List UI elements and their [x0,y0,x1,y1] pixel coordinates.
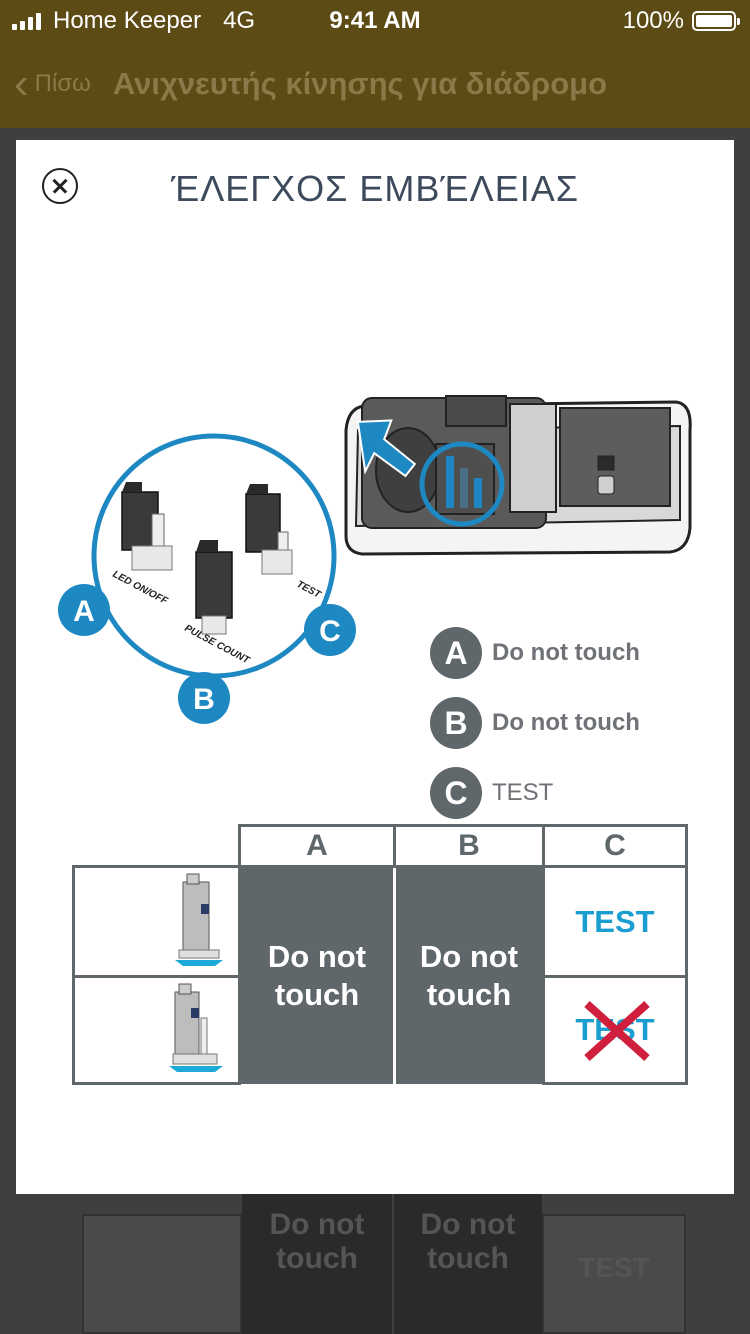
table-cell-c-active: TEST [542,865,688,978]
cross-icon [584,1001,650,1061]
detector-housing [344,395,692,556]
legend-text-b: Do not touch [492,709,640,736]
background-cell-b-label: Do not touch [420,1208,516,1275]
legend-item: B Do not touch [430,688,640,758]
test-active-label: TEST [575,903,655,939]
legend: A Do not touch B Do not touch C TEST [430,618,640,828]
table-cell-a-label: Do not touch [267,939,367,1012]
battery-icon [692,11,740,31]
table-divider [393,868,396,1084]
jumper-on-icon [175,873,223,966]
background-cell [82,1214,242,1334]
jumper-settings-table: A B C Do not touch [72,824,690,1085]
legend-key-b: B [430,697,482,749]
marker-c [304,604,356,656]
marker-c-label: C [319,615,341,648]
chevron-left-icon: ‹ [14,59,29,108]
jumper-off-icon [169,983,223,1072]
marker-a-label: A [73,595,95,628]
legend-key-a: A [430,627,482,679]
legend-item: A Do not touch [430,618,640,688]
table-row-icon-cell [72,865,241,978]
carrier-name: Home Keeper [53,7,202,34]
legend-item: C TEST [430,758,640,828]
clock: 9:41 AM [329,7,421,34]
back-label: Πίσω [34,70,91,97]
table-header-a: A [238,824,396,868]
range-test-modal: ΈΛΕΓΧΟΣ ΕΜΒΈΛΕΙΑΣ [16,140,734,1194]
background-cell-b: Do not touch [394,1194,542,1334]
legend-key-c: C [430,767,482,819]
background-cell-a-label: Do not touch [269,1208,365,1275]
background-cell-c-label: TEST [578,1252,650,1283]
signal-icon [12,12,41,30]
close-button[interactable] [42,168,78,204]
marker-b-label: B [193,683,215,716]
background-cell-a: Do not touch [242,1194,392,1334]
back-button[interactable]: ‹ Πίσω [14,62,91,106]
battery-percent: 100% [622,7,684,34]
marker-b [178,672,230,724]
status-bar: Home Keeper 4G 9:41 AM 100% [0,0,750,40]
nav-bar: ‹ Πίσω Ανιχνευτής κίνησης για διάδρομο [0,40,750,128]
table-cell-b-label: Do not touch [419,939,519,1012]
table-cell-b: Do not touch [396,868,542,1084]
table-cell-a: Do not touch [241,868,393,1084]
table-cell-c-inactive: TEST [542,975,688,1085]
marker-a [58,584,110,636]
table-row-icon-cell [72,975,241,1085]
table-header-c: C [542,824,688,868]
background-cell-c: TEST [542,1214,686,1334]
background-table: Do not touch Do not touch TEST [82,1194,686,1334]
page-title: Ανιχνευτής κίνησης για διάδρομο [112,66,608,101]
modal-title: ΈΛΕΓΧΟΣ ΕΜΒΈΛΕΙΑΣ [171,168,579,209]
table-header-b: B [393,824,545,868]
legend-text-a: Do not touch [492,639,640,666]
pointer-arrow-icon [356,419,417,478]
detector-illustration: LED ON/OFF PULSE COUNT TEST A B [58,395,692,724]
jumper-zoom-circle: LED ON/OFF PULSE COUNT TEST A B [58,433,356,724]
network-type: 4G [223,7,256,34]
legend-text-c: TEST [492,779,554,806]
